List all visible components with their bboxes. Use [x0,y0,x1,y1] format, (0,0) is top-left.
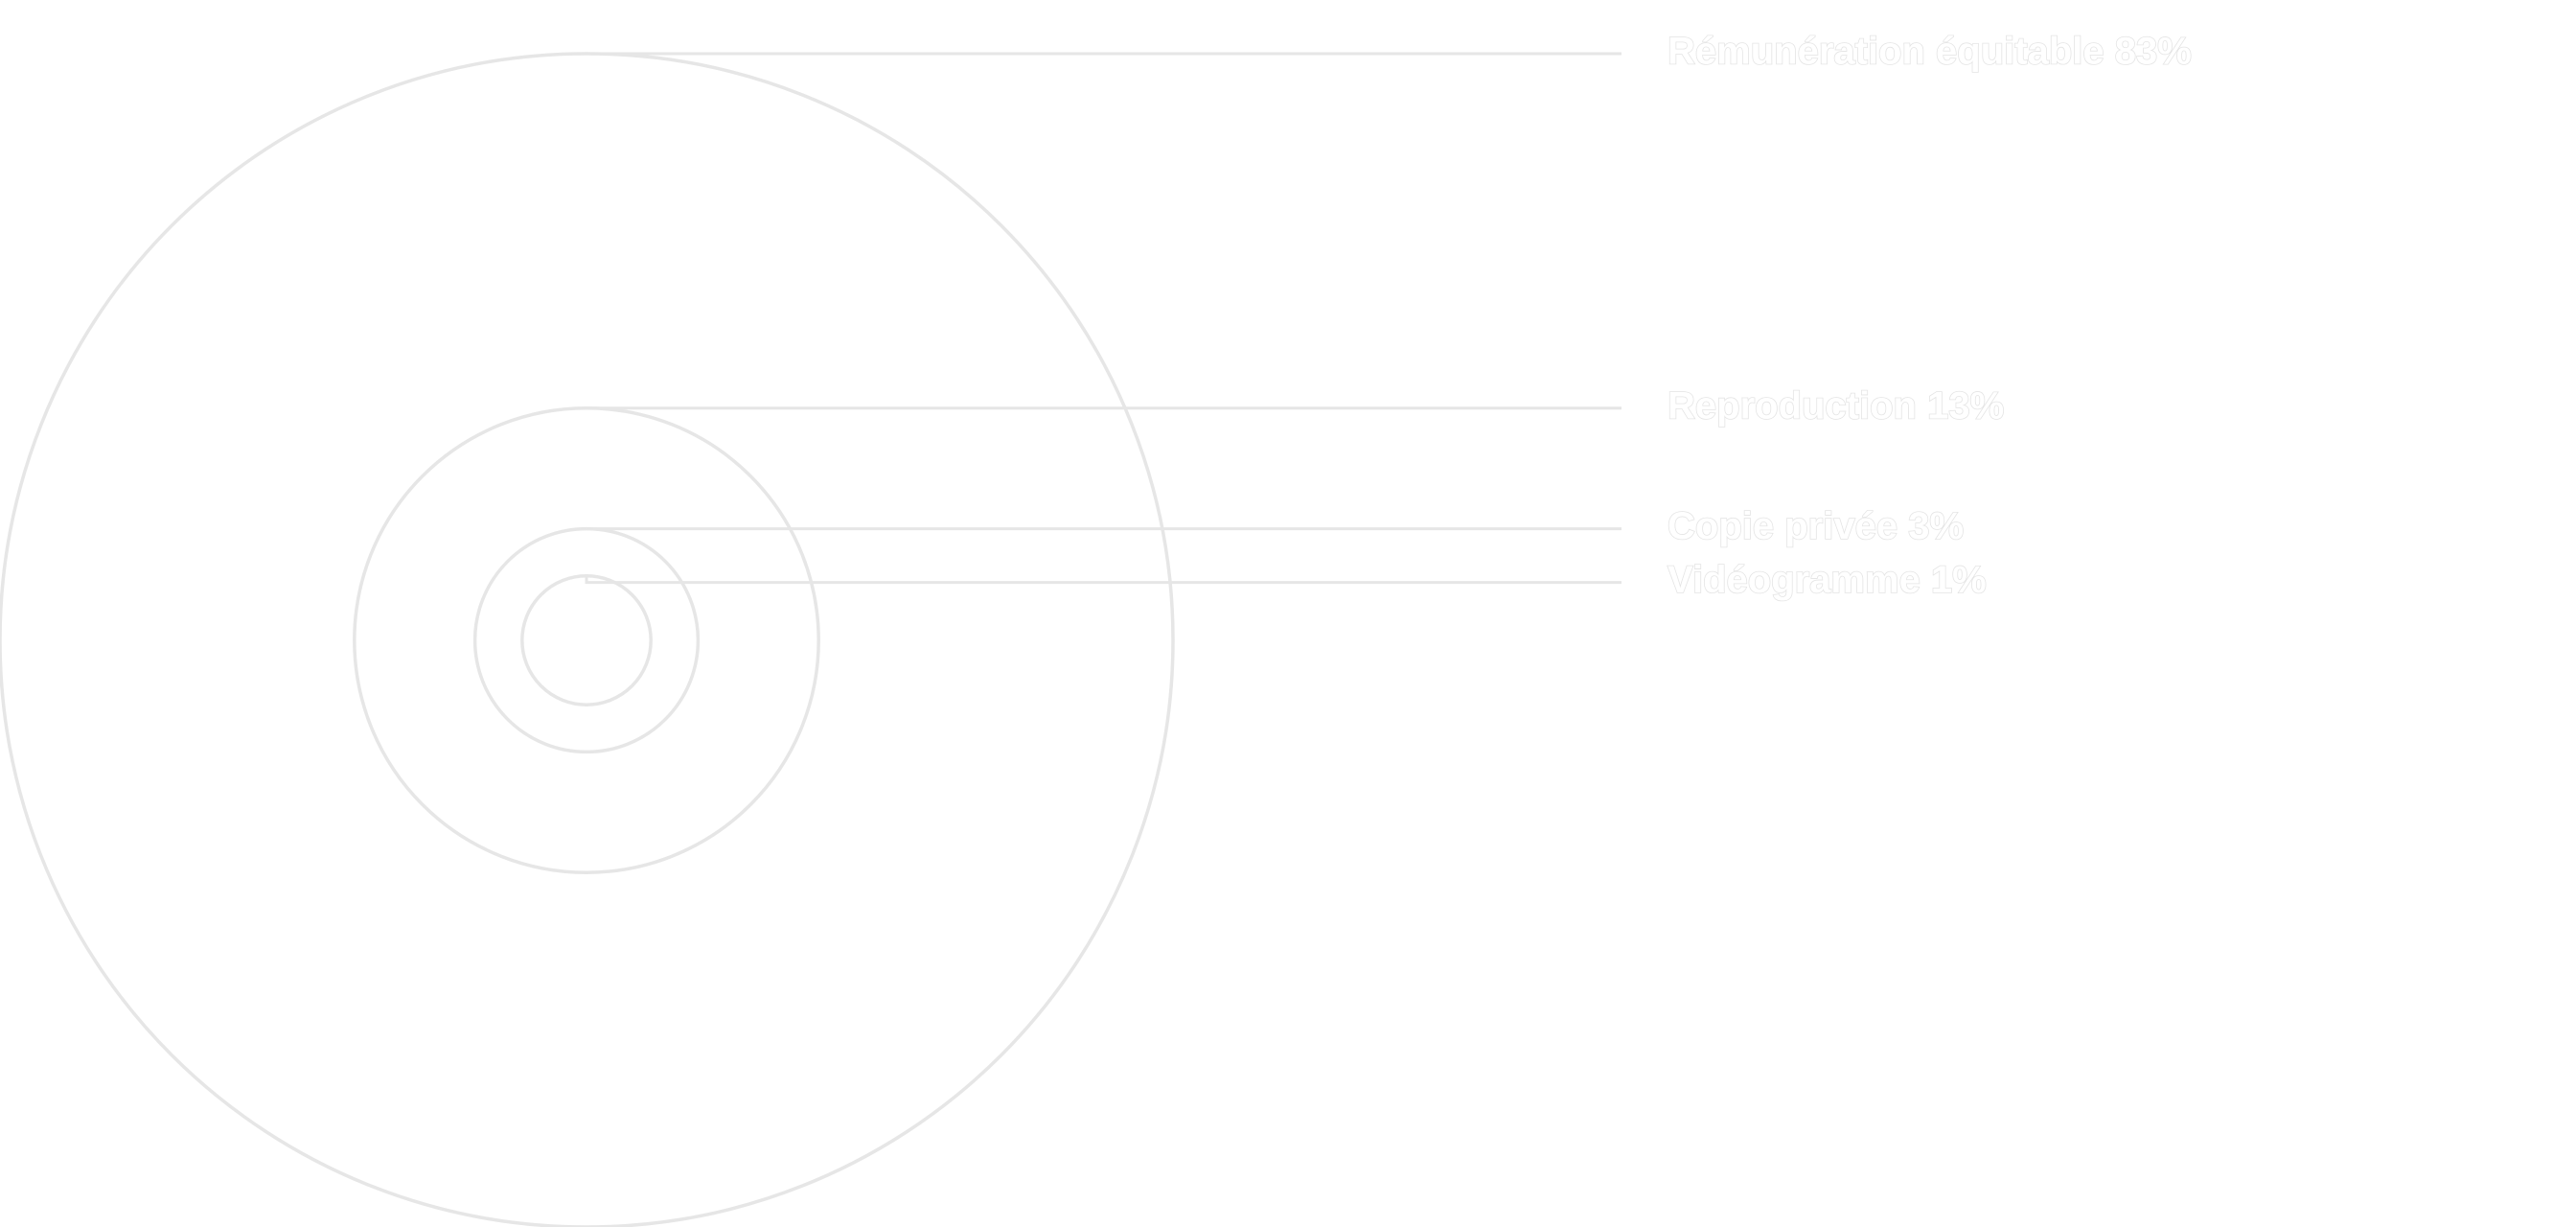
leader-line-layer [585,52,1622,585]
label-reproduction: Reproduction 13% [1668,384,2004,427]
circle-reproduction [353,406,820,874]
label-remuneration-equitable: Rémunération équitable 83% [1668,31,2192,73]
circle-remuneration-equitable [0,52,1175,1227]
label-layer: Rémunération équitable 83% Reproduction … [1667,30,2192,602]
leader-line-videogramme [585,575,1622,585]
circle-layer [0,52,1175,1227]
label-copie-privee: Copie privée 3% [1668,505,1964,547]
circle-videogramme [520,574,653,706]
label-videogramme: Vidéogramme 1% [1668,559,1987,601]
circle-copie-privee [472,526,701,754]
